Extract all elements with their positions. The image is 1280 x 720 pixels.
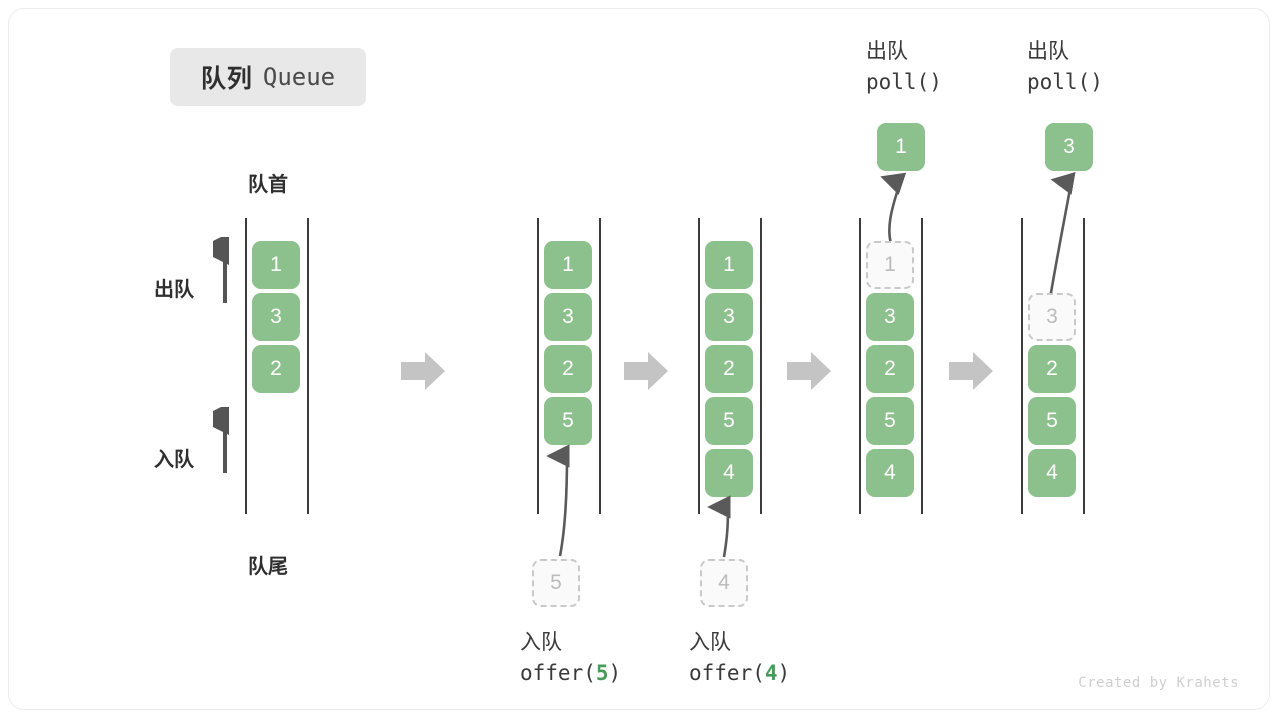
footer-credit: Created by Krahets: [1078, 675, 1239, 691]
caption-poll-1: 出队 poll(): [866, 37, 942, 98]
queue-cell: 1: [544, 241, 592, 289]
popped-cell: 1: [877, 123, 925, 171]
ghost-cell-removed: 3: [1028, 293, 1076, 341]
rail-right: [760, 218, 762, 514]
dequeue-arrow: [1047, 171, 1076, 306]
queue-cell: 3: [252, 293, 300, 341]
enqueue-arrow: [546, 444, 570, 557]
queue-cell: 2: [705, 345, 753, 393]
code-prefix: offer(: [520, 661, 596, 686]
dequeue-direction-arrow: [213, 237, 229, 303]
label-dequeue: 出队: [154, 279, 194, 301]
caption-poll-2: 出队 poll(): [1027, 37, 1103, 98]
queue-cell: 4: [705, 449, 753, 497]
queue-cell: 2: [544, 345, 592, 393]
caption-poll-1-code: poll(): [866, 70, 942, 95]
queue-cell: 5: [866, 397, 914, 445]
queue-cell: 5: [705, 397, 753, 445]
rail-right: [599, 218, 601, 514]
caption-offer5-code: offer(5): [520, 658, 621, 688]
caption-offer5-cn: 入队: [520, 631, 562, 654]
queue-cell: 3: [544, 293, 592, 341]
rail-left: [1021, 218, 1023, 514]
caption-poll-2-cn: 出队: [1027, 40, 1069, 63]
title-english: Queue: [262, 63, 336, 91]
caption-poll-1-cn: 出队: [866, 40, 908, 63]
caption-offer4: 入队 offer(4): [689, 628, 790, 689]
rail-left: [537, 218, 539, 514]
step-arrow-icon: [949, 352, 993, 390]
rail-left: [245, 218, 247, 514]
rail-right: [307, 218, 309, 514]
code-num: 5: [595, 661, 609, 686]
queue-cell: 4: [866, 449, 914, 497]
step-arrow-icon: [401, 352, 445, 390]
queue-cell: 4: [1028, 449, 1076, 497]
queue-cell: 1: [252, 241, 300, 289]
queue-cell: 5: [1028, 397, 1076, 445]
label-front: 队首: [248, 174, 288, 196]
caption-poll-2-code: poll(): [1027, 70, 1103, 95]
queue-cell: 2: [1028, 345, 1076, 393]
code-prefix: offer(: [689, 661, 765, 686]
code-num: 4: [764, 661, 778, 686]
queue-cell: 1: [705, 241, 753, 289]
rail-right: [1083, 218, 1085, 514]
queue-cell: 5: [544, 397, 592, 445]
diagram-card: 队列 Queue 队首 队尾 出队 入队 1 3 2 1 3 2 5 5: [8, 8, 1270, 710]
enqueue-arrow: [707, 495, 731, 558]
queue-cell: 3: [866, 293, 914, 341]
title-badge: 队列 Queue: [170, 48, 366, 106]
empty-slot: [1028, 241, 1076, 289]
ghost-cell-removed: 1: [866, 241, 914, 289]
step-arrow-icon: [787, 352, 831, 390]
enqueue-direction-arrow: [213, 407, 229, 473]
queue-cell: 3: [705, 293, 753, 341]
rail-left: [698, 218, 700, 514]
queue-cell: 2: [252, 345, 300, 393]
caption-offer4-code: offer(4): [689, 658, 790, 688]
ghost-cell-incoming: 5: [532, 559, 580, 607]
rail-right: [921, 218, 923, 514]
code-suffix: ): [777, 661, 791, 686]
queue-cell: 2: [866, 345, 914, 393]
rail-left: [859, 218, 861, 514]
popped-cell: 3: [1045, 123, 1093, 171]
label-back: 队尾: [248, 556, 288, 578]
caption-offer5: 入队 offer(5): [520, 628, 621, 689]
title-chinese: 队列: [200, 65, 253, 93]
label-enqueue: 入队: [154, 449, 194, 471]
code-suffix: ): [608, 661, 622, 686]
caption-offer4-cn: 入队: [689, 631, 731, 654]
ghost-cell-incoming: 4: [700, 559, 748, 607]
step-arrow-icon: [624, 352, 668, 390]
